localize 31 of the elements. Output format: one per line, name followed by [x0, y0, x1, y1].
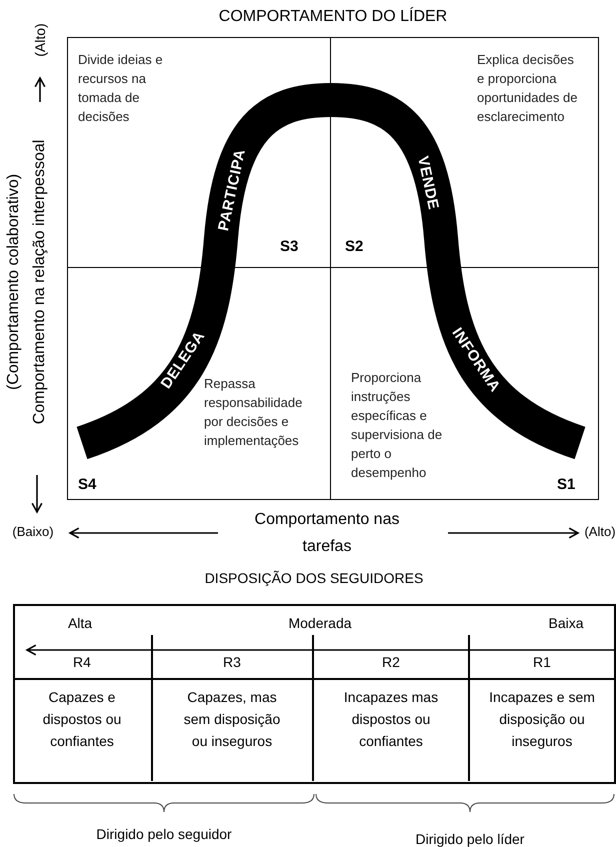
readiness-level: R4 [73, 654, 91, 671]
axis-label: (Alto) [32, 23, 48, 57]
axis-label: Comportamento na relação interpessoal [31, 140, 49, 424]
readiness-level: R2 [382, 654, 400, 671]
table-text: Capazes e dispostos ou confiantes [42, 688, 122, 751]
scale-label: Moderada [288, 615, 352, 632]
diagram-title: COMPORTAMENTO DO LÍDER [218, 8, 448, 26]
table-text: Incapazes mas dispostos ou confiantes [342, 688, 440, 751]
scale-label: Baixa [548, 615, 584, 632]
quadrant [68, 38, 331, 268]
readiness-level: R1 [533, 654, 551, 671]
style-label: VENDE [414, 154, 442, 212]
brace-label: Dirigido pelo seguidor [96, 826, 232, 843]
quadrant-text: Divide ideias e recursos na tomada de decisões [78, 51, 164, 126]
quadrant-text: Proporciona instruções específicas e supervisiona de perto o desempenho [351, 369, 443, 482]
scale-label: Alta [68, 615, 92, 632]
axis-label: (Comportamento colaborativo) [5, 174, 23, 390]
axis-end-label: (Baixo) [12, 524, 54, 540]
table-text: Incapazes e sem disposição ou inseguros [488, 688, 596, 751]
style-code: S2 [345, 238, 364, 255]
readiness-level: R3 [223, 654, 241, 671]
style-code: S1 [557, 476, 576, 493]
axis-end-label: (Alto) [584, 524, 616, 540]
style-code: S3 [280, 238, 298, 255]
quadrant-text: Repassa responsabilidade por decisões e implementações [204, 376, 304, 450]
section-heading: DISPOSIÇÃO DOS SEGUIDORES [204, 570, 424, 587]
table-text: Capazes, mas sem disposição ou inseguros [182, 688, 282, 751]
style-code: S4 [78, 476, 96, 493]
brace-label: Dirigido pelo líder [416, 831, 524, 847]
axis-label: Comportamento nas tarefas [254, 510, 400, 557]
quadrant-text: Explica decisões e proporciona oportunidades de esclarecimento [477, 51, 578, 126]
